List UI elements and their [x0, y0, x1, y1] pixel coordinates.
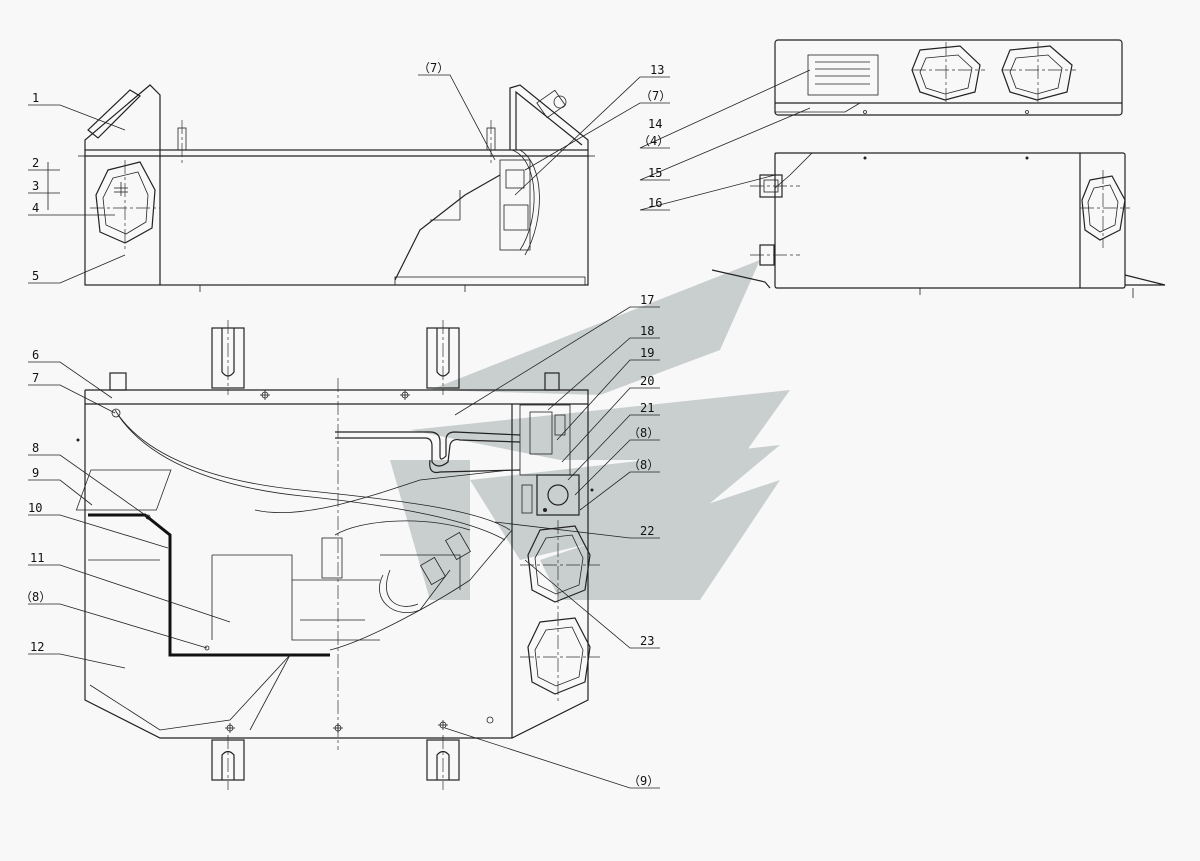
callout-10: 10 [28, 501, 42, 515]
callout-5: 5 [32, 269, 39, 283]
callout-4b: （4） [638, 134, 669, 148]
callout-22: 22 [640, 524, 654, 538]
callout-11: 11 [30, 551, 44, 565]
callout-14: 14 [648, 117, 662, 131]
callout-7a: （7） [418, 61, 449, 75]
callout-16: 16 [648, 196, 662, 210]
callout-8a: （8） [20, 590, 51, 604]
callout-18: 18 [640, 324, 654, 338]
callout-9: 9 [32, 466, 39, 480]
front-view-top [78, 84, 595, 292]
main-view-bottom [75, 320, 600, 790]
callout-17: 17 [640, 293, 654, 307]
callout-6: 6 [32, 348, 39, 362]
top-view-right [774, 39, 1123, 116]
callout-15: 15 [648, 166, 662, 180]
callout-20: 20 [640, 374, 654, 388]
callout-labels: 1 2 3 4 5 （7） 13 （7） 14 （4） 15 16 6 7 8 … [20, 61, 671, 788]
callout-4: 4 [32, 201, 39, 215]
callout-9b: （9） [628, 774, 659, 788]
watermark-logo [390, 260, 790, 600]
callout-7: 7 [32, 371, 39, 385]
side-view-right [711, 152, 1166, 298]
callout-2: 2 [32, 156, 39, 170]
callout-21: 21 [640, 401, 654, 415]
callout-8c: （8） [628, 458, 659, 472]
callout-8: 8 [32, 441, 39, 455]
leader-lines [28, 69, 811, 789]
callout-13: 13 [650, 63, 664, 77]
callout-8b: （8） [628, 426, 659, 440]
callout-19: 19 [640, 346, 654, 360]
callout-7b: （7） [640, 89, 671, 103]
callout-3: 3 [32, 179, 39, 193]
callout-23: 23 [640, 634, 654, 648]
callout-1: 1 [32, 91, 39, 105]
callout-12: 12 [30, 640, 44, 654]
